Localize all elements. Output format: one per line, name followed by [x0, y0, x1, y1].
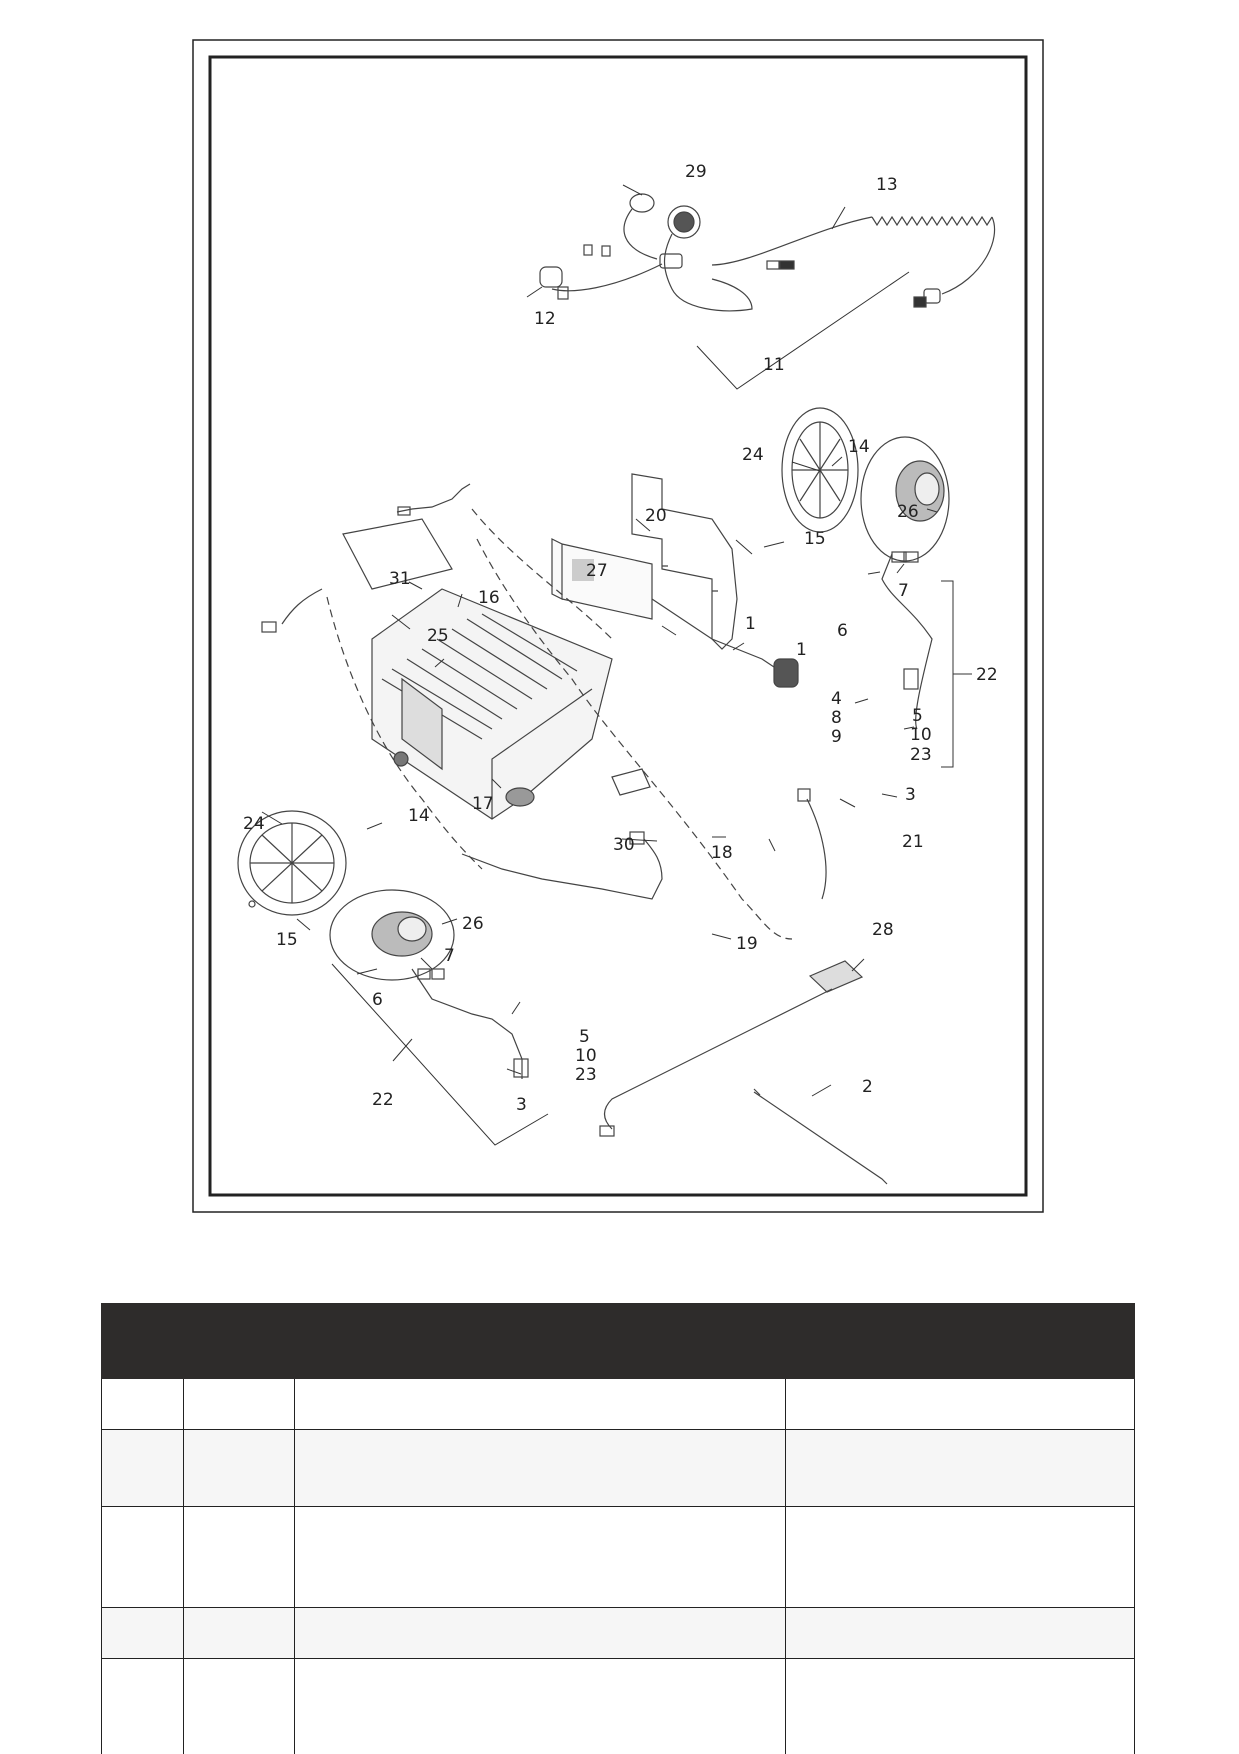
table-cell — [184, 1430, 295, 1506]
callout-22: 22 — [372, 1090, 394, 1110]
callout-1: 1 — [745, 614, 756, 634]
callout-15: 15 — [276, 930, 298, 950]
callout-24: 24 — [742, 445, 764, 465]
callout-25: 25 — [427, 626, 449, 646]
table-header-row — [101, 1303, 1135, 1379]
table-cell — [295, 1608, 786, 1658]
header-cell-part-number — [786, 1303, 1135, 1379]
callout-30: 30 — [613, 835, 635, 855]
table-cell — [295, 1430, 786, 1506]
antenna-and-tie-drawing — [599, 960, 888, 1185]
callout-15: 15 — [804, 529, 826, 549]
callout-3: 3 — [905, 785, 916, 805]
amplifier-drawing — [342, 518, 663, 900]
callout-31: 31 — [389, 569, 411, 589]
table-cell — [102, 1430, 184, 1506]
table-cell — [786, 1430, 1134, 1506]
header-cell-description — [295, 1303, 785, 1379]
table-cell — [102, 1659, 184, 1754]
table-cell — [786, 1608, 1134, 1658]
callout-8: 8 — [831, 708, 842, 728]
table-row — [101, 1659, 1135, 1754]
table-row — [101, 1507, 1135, 1608]
header-cell-qty — [184, 1303, 294, 1379]
table-cell — [786, 1507, 1134, 1607]
table-cell — [786, 1659, 1134, 1754]
table-row — [101, 1608, 1135, 1659]
table-cell — [102, 1608, 184, 1658]
callout-11: 11 — [763, 355, 785, 375]
table-cell — [102, 1379, 184, 1429]
callout-3: 3 — [516, 1095, 527, 1115]
callout-6: 6 — [837, 621, 848, 641]
header-cell-item — [101, 1303, 183, 1379]
callout-12: 12 — [534, 309, 556, 329]
table-cell — [184, 1608, 295, 1658]
callout-26: 26 — [897, 502, 919, 522]
callout-13: 13 — [876, 175, 898, 195]
table-cell — [184, 1507, 295, 1607]
harness-lead-drawing — [261, 483, 827, 900]
callout-14: 14 — [848, 437, 870, 457]
callout-24: 24 — [243, 814, 265, 834]
callout-22: 22 — [976, 665, 998, 685]
callout-28: 28 — [872, 920, 894, 940]
table-cell — [102, 1507, 184, 1607]
callout-10: 10 — [910, 725, 932, 745]
callout-7: 7 — [444, 946, 455, 966]
table-cell — [184, 1379, 295, 1429]
callout-23: 23 — [910, 745, 932, 765]
table-cell — [295, 1507, 786, 1607]
outer-frame — [192, 39, 1044, 1213]
table-cell — [184, 1659, 295, 1754]
callout-21: 21 — [902, 832, 924, 852]
table-cell — [295, 1379, 786, 1429]
left-speaker-assembly-drawing — [237, 810, 529, 1079]
callout-5: 5 — [912, 706, 923, 726]
table-cell — [786, 1379, 1134, 1429]
callout-26: 26 — [462, 914, 484, 934]
callout-29: 29 — [685, 162, 707, 182]
callout-1: 1 — [796, 640, 807, 660]
callout-27: 27 — [586, 561, 608, 581]
callout-17: 17 — [472, 794, 494, 814]
table-row — [101, 1379, 1135, 1430]
callout-9: 9 — [831, 727, 842, 747]
headset-harness-drawing — [539, 193, 996, 312]
dashed-cable-drawing — [326, 508, 793, 940]
callout-10: 10 — [575, 1046, 597, 1066]
callout-numbers: 1 1 2 3 3 4 5 5 6 6 7 7 8 9 10 10 11 12 … — [243, 162, 998, 1115]
callout-6: 6 — [372, 990, 383, 1010]
exploded-parts-diagram: 1 1 2 3 3 4 5 5 6 6 7 7 8 9 10 10 11 12 … — [192, 39, 1044, 1213]
callout-5: 5 — [579, 1027, 590, 1047]
leader-lines — [261, 184, 972, 1146]
callout-20: 20 — [645, 506, 667, 526]
right-speaker-assembly-drawing — [551, 407, 950, 730]
callout-19: 19 — [736, 934, 758, 954]
callout-18: 18 — [711, 843, 733, 863]
callout-16: 16 — [478, 588, 500, 608]
table-cell — [295, 1659, 786, 1754]
callout-7: 7 — [898, 581, 909, 601]
callout-4: 4 — [831, 689, 842, 709]
callout-2: 2 — [862, 1077, 873, 1097]
callout-23: 23 — [575, 1065, 597, 1085]
table-row — [101, 1430, 1135, 1507]
callout-14: 14 — [408, 806, 430, 826]
inner-frame — [208, 55, 1028, 1197]
